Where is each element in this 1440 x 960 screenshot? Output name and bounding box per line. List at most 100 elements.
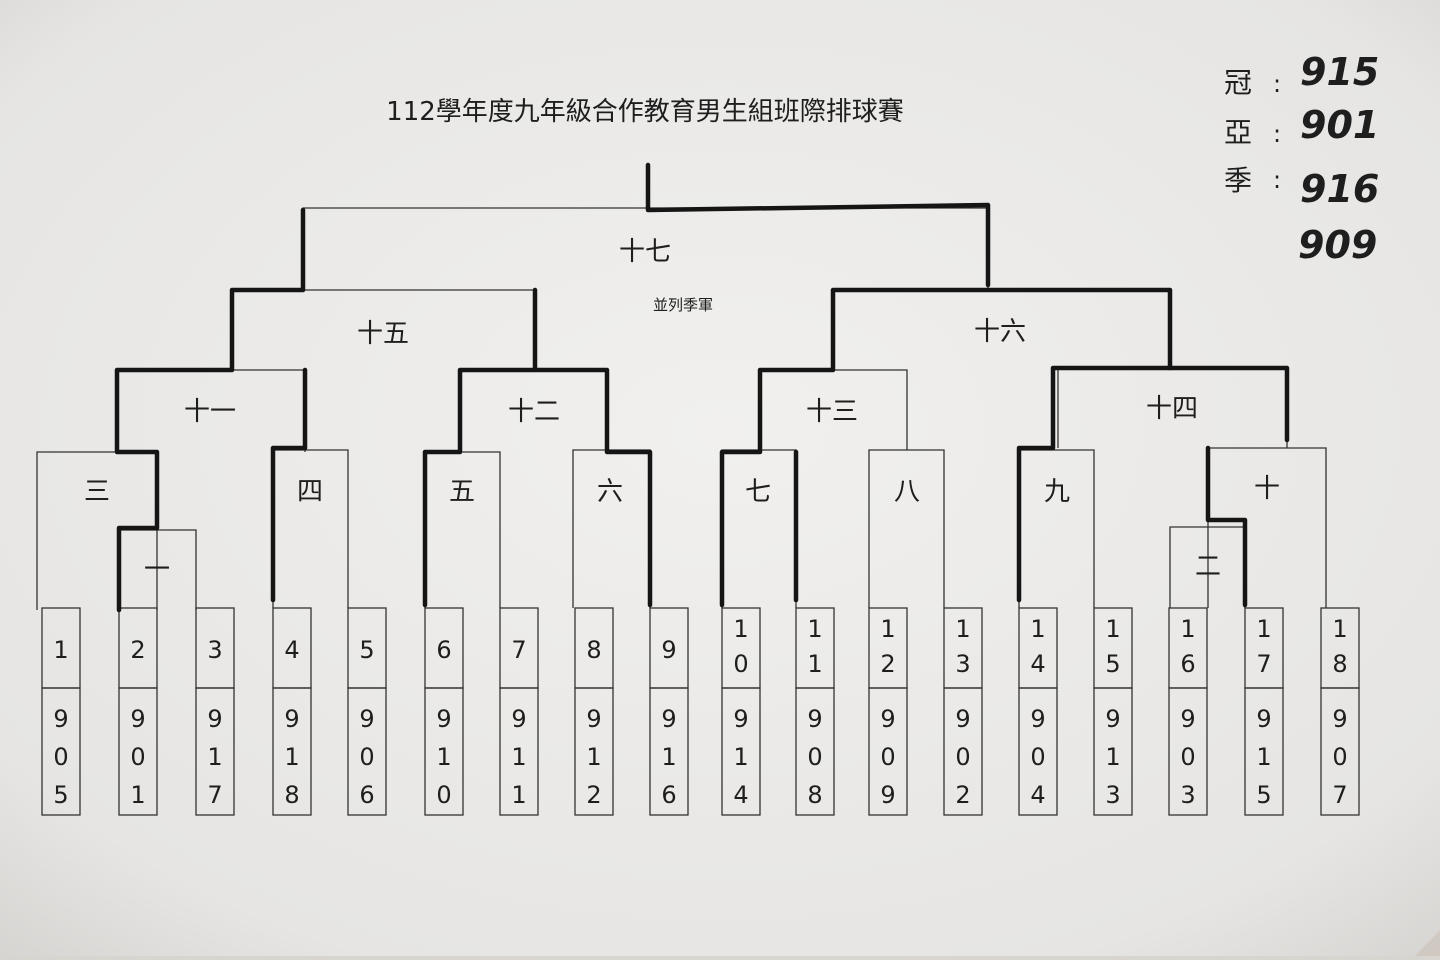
class-number: 0 — [880, 743, 895, 771]
class-number: 9 — [1030, 705, 1045, 733]
match-label: 十三 — [806, 397, 858, 427]
class-number: 1 — [207, 743, 222, 771]
match-label: 七 — [745, 477, 771, 507]
class-number: 1 — [511, 781, 526, 809]
class-number: 3 — [1180, 781, 1195, 809]
class-number: 9 — [1180, 705, 1195, 733]
class-number: 8 — [284, 781, 299, 809]
class-number: 1 — [130, 781, 145, 809]
seed-number: 8 — [1332, 650, 1347, 678]
class-number: 0 — [436, 781, 451, 809]
match-labels: 一二三四五六七八九十十一十二十三十四十五十六十七 — [84, 237, 1280, 585]
class-box — [574, 687, 614, 816]
winner-path — [1205, 445, 1248, 608]
class-number: 1 — [284, 743, 299, 771]
class-number: 1 — [733, 743, 748, 771]
class-number: 0 — [807, 743, 822, 771]
class-number: 3 — [1105, 781, 1120, 809]
class-box — [943, 687, 983, 816]
match-label: 四 — [297, 477, 323, 507]
colon: : — [1273, 166, 1281, 194]
tied-third-note: 並列季軍 — [653, 296, 713, 314]
class-box — [1093, 687, 1133, 816]
seed-number: 4 — [1030, 650, 1045, 678]
seed-number: 1 — [807, 650, 822, 678]
class-number: 9 — [1256, 705, 1271, 733]
colon: : — [1273, 120, 1281, 148]
winner-path — [422, 287, 653, 608]
team-entry: 3 9 1 7 — [195, 607, 235, 816]
class-number: 9 — [511, 705, 526, 733]
class-box — [118, 687, 158, 816]
seed-number: 5 — [359, 636, 374, 664]
class-number: 2 — [586, 781, 601, 809]
class-number: 1 — [586, 743, 601, 771]
seed-number: 1 — [1105, 615, 1120, 643]
seed-number: 1 — [733, 615, 748, 643]
bracket-connector — [1207, 447, 1327, 608]
seed-number: 2 — [880, 650, 895, 678]
seed-number: 6 — [436, 636, 451, 664]
match-label: 八 — [894, 477, 920, 507]
title: 112學年度九年級合作教育男生組班際排球賽 — [386, 97, 904, 127]
match-label: 五 — [449, 477, 475, 507]
seed-number: 6 — [1180, 650, 1195, 678]
class-box — [1244, 687, 1284, 816]
winner-path — [719, 287, 1173, 608]
third-label: 季 — [1224, 164, 1252, 197]
class-number: 9 — [436, 705, 451, 733]
match-label: 十五 — [357, 319, 409, 349]
match-label: 十七 — [619, 237, 671, 267]
match-label: 九 — [1044, 477, 1070, 507]
class-box — [195, 687, 235, 816]
class-number: 9 — [586, 705, 601, 733]
match-label: 三 — [84, 477, 110, 507]
seed-number: 1 — [807, 615, 822, 643]
class-number: 1 — [511, 743, 526, 771]
class-number: 6 — [359, 781, 374, 809]
class-number: 9 — [359, 705, 374, 733]
team-entry: 1 6 9 0 3 — [1168, 607, 1208, 816]
class-box — [1168, 687, 1208, 816]
class-number: 5 — [53, 781, 68, 809]
class-number: 0 — [1180, 743, 1195, 771]
class-number: 9 — [661, 705, 676, 733]
seed-number: 1 — [1180, 615, 1195, 643]
class-number: 9 — [284, 705, 299, 733]
class-box — [499, 687, 539, 816]
match-label: 十四 — [1146, 394, 1198, 424]
seed-number: 1 — [1332, 615, 1347, 643]
class-number: 0 — [1030, 743, 1045, 771]
class-number: 0 — [955, 743, 970, 771]
bracket-connector — [36, 451, 158, 610]
class-number: 9 — [207, 705, 222, 733]
third-value-2: 909 — [1298, 223, 1377, 267]
winner-path — [1016, 365, 1290, 603]
class-number: 2 — [955, 781, 970, 809]
class-number: 7 — [207, 781, 222, 809]
champion-label: 冠 — [1224, 66, 1252, 99]
class-box — [721, 687, 761, 816]
class-number: 0 — [1332, 743, 1347, 771]
seed-number: 0 — [733, 650, 748, 678]
match-label: 二 — [1195, 552, 1221, 582]
third-value-1: 916 — [1300, 167, 1379, 211]
seed-number: 2 — [130, 636, 145, 664]
team-boxes: 1905290139174918590669107911891299161091… — [41, 607, 1360, 816]
seed-number: 3 — [207, 636, 222, 664]
runner-up-label: 亞 — [1224, 116, 1252, 149]
class-box — [41, 687, 81, 816]
seed-number: 3 — [955, 650, 970, 678]
